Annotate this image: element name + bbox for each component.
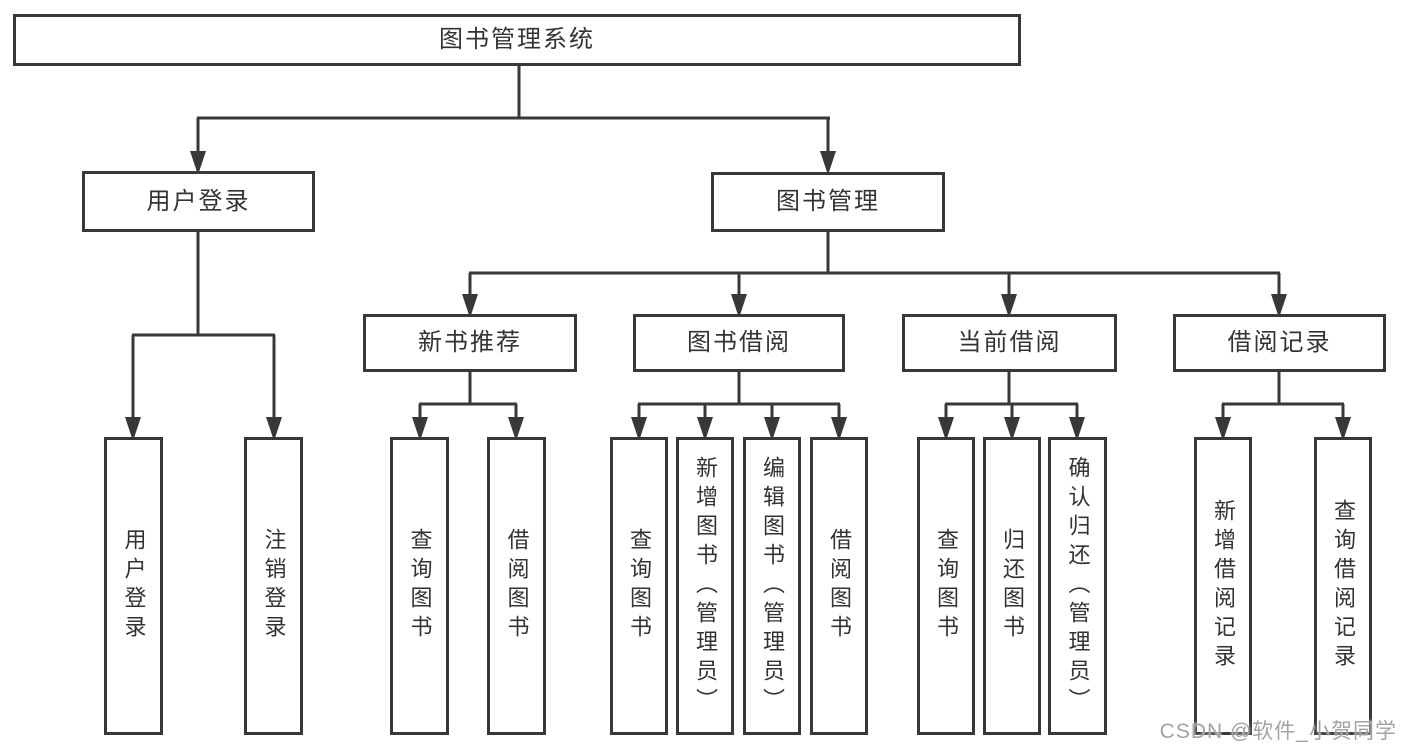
node-new-book-recommend-label: 新书推荐: [418, 329, 522, 356]
leaf-borrowing-borrow-books-label: 借阅图书: [827, 528, 852, 644]
leaf-borrowing-borrow-books: 借阅图书: [810, 437, 868, 735]
node-book-management: 图书管理: [711, 172, 945, 232]
node-current-borrowing-label: 当前借阅: [957, 329, 1062, 356]
leaf-borrowing-query-books: 查询图书: [610, 437, 668, 735]
leaf-return-books-label: 归还图书: [1000, 528, 1025, 644]
leaf-current-query-books-label: 查询图书: [934, 528, 959, 644]
leaf-return-books: 归还图书: [983, 437, 1041, 735]
node-book-borrowing-label: 图书借阅: [687, 329, 791, 356]
leaf-confirm-return-admin-label: 确认归还（管理员）: [1065, 455, 1091, 717]
leaf-recommend-borrow-books-label: 借阅图书: [504, 528, 530, 644]
node-root: 图书管理系统: [13, 14, 1021, 66]
node-borrowing-records-label: 借阅记录: [1227, 329, 1332, 356]
leaf-logout-label: 注销登录: [261, 528, 287, 644]
leaf-add-books-admin: 新增图书（管理员）: [676, 437, 734, 735]
leaf-add-borrow-record-label: 新增借阅记录: [1211, 499, 1236, 673]
leaf-current-query-books: 查询图书: [917, 437, 975, 735]
watermark: CSDN @软件_小贺同学: [1159, 720, 1397, 743]
node-current-borrowing: 当前借阅: [902, 314, 1117, 372]
leaf-edit-books-admin-label: 编辑图书（管理员）: [760, 455, 785, 717]
leaf-query-borrow-record-label: 查询借阅记录: [1331, 499, 1356, 673]
leaf-logout: 注销登录: [244, 437, 303, 735]
leaf-borrowing-query-books-label: 查询图书: [627, 528, 652, 644]
node-new-book-recommend: 新书推荐: [363, 314, 577, 372]
leaf-user-login: 用户登录: [104, 437, 163, 735]
node-user-login: 用户登录: [82, 171, 315, 232]
leaf-recommend-query-books-label: 查询图书: [407, 528, 433, 644]
node-borrowing-records: 借阅记录: [1173, 314, 1386, 372]
node-book-borrowing: 图书借阅: [633, 314, 845, 372]
leaf-edit-books-admin: 编辑图书（管理员）: [743, 437, 801, 735]
leaf-user-login-label: 用户登录: [121, 528, 147, 644]
leaf-recommend-query-books: 查询图书: [390, 437, 449, 735]
node-book-management-label: 图书管理: [776, 188, 880, 215]
leaf-recommend-borrow-books: 借阅图书: [487, 437, 546, 735]
node-root-label: 图书管理系统: [439, 26, 595, 53]
leaf-confirm-return-admin: 确认归还（管理员）: [1048, 437, 1107, 735]
leaf-add-borrow-record: 新增借阅记录: [1194, 437, 1252, 735]
leaf-add-books-admin-label: 新增图书（管理员）: [693, 455, 718, 717]
node-user-login-label: 用户登录: [146, 187, 251, 215]
leaf-query-borrow-record: 查询借阅记录: [1314, 437, 1372, 735]
